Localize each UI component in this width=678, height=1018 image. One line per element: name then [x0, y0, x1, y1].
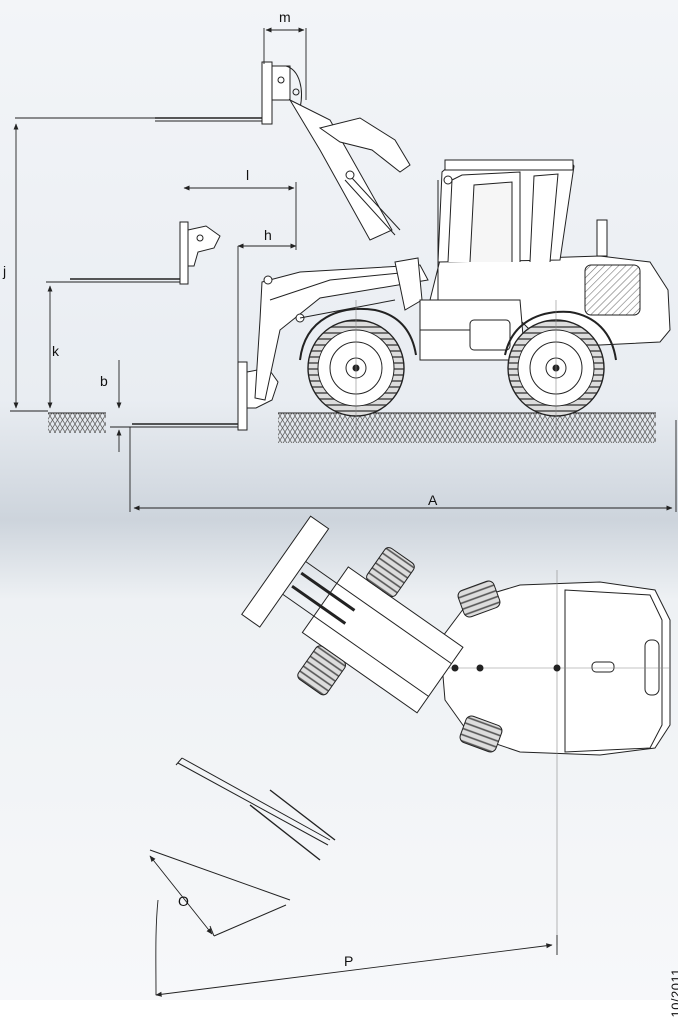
boom-lowered	[254, 257, 429, 401]
loader-body	[419, 159, 671, 361]
fork-middle	[70, 221, 221, 285]
label-b: b	[100, 373, 108, 389]
side-dimensions	[10, 27, 677, 512]
rear-fender	[504, 310, 617, 361]
boom-raised	[288, 98, 411, 241]
label-l: l	[246, 167, 249, 183]
top-view	[149, 515, 671, 945]
radiator-grille	[584, 264, 641, 316]
fork-raised	[155, 61, 302, 125]
ground-main	[278, 413, 656, 443]
forks-top	[149, 757, 336, 937]
ground-left	[48, 413, 106, 433]
label-j: j	[2, 263, 6, 279]
rear-wheel	[507, 319, 605, 417]
label-O: O	[178, 893, 189, 909]
label-k: k	[52, 343, 60, 359]
top-labels: O P	[178, 893, 353, 969]
side-labels: m l h j k b A	[2, 9, 438, 508]
top-dimensions	[149, 855, 558, 997]
side-view	[48, 61, 671, 443]
label-A: A	[428, 492, 438, 508]
footer-date: 10/2011	[669, 968, 678, 1018]
front-fender	[299, 308, 417, 361]
label-m: m	[279, 9, 291, 25]
label-P: P	[344, 953, 353, 969]
label-h: h	[264, 227, 272, 243]
